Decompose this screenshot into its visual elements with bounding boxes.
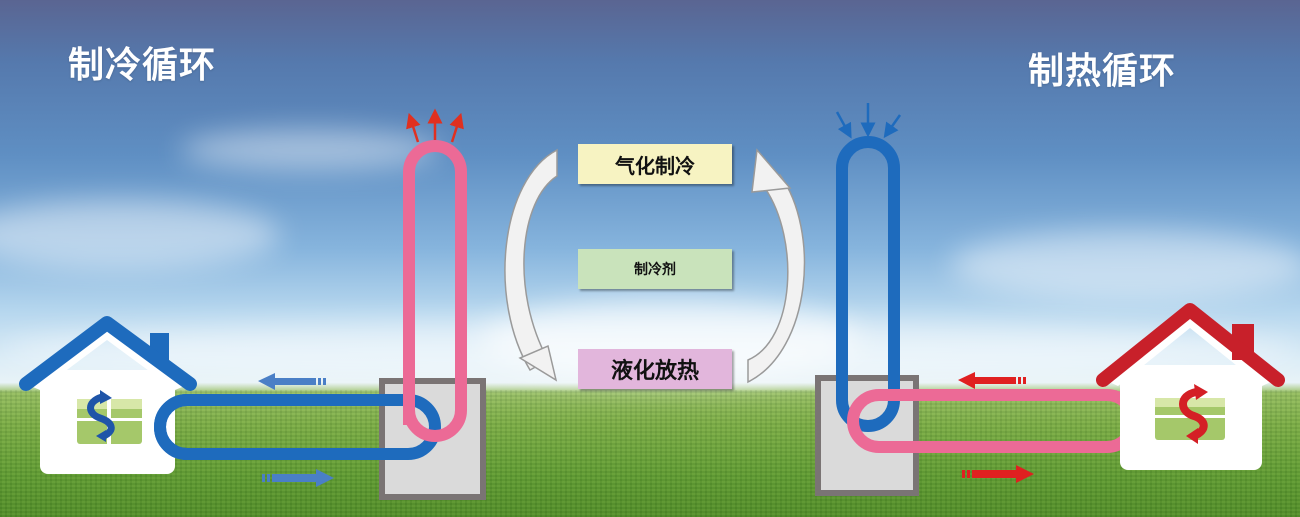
hot-pipe-vertical [403, 140, 467, 442]
cycle-curved-arrow-left [504, 148, 558, 382]
house-heating-icon [1096, 303, 1285, 470]
house-cooling-icon [19, 316, 197, 474]
liquefaction-heat-release-label: 液化放热 [578, 349, 732, 389]
heating-cycle-title: 制热循环 [1028, 51, 1177, 92]
flow-arrow-right-bottom [962, 465, 1034, 483]
circulation-arrows-blue-icon [87, 390, 115, 442]
heat-absorb-arrows-icon [835, 103, 902, 139]
refrigerant-label: 制冷剂 [578, 249, 732, 289]
flow-arrow-left-top [258, 373, 326, 390]
cloud [180, 130, 440, 170]
cloud [0, 200, 280, 270]
flow-arrow-left-bottom [262, 469, 334, 487]
cloud [950, 230, 1300, 300]
cooling-cycle-title: 制冷循环 [68, 45, 217, 86]
cycle-curved-arrow-right [747, 148, 806, 384]
heat-release-arrows-icon [406, 108, 464, 143]
vaporization-cooling-label: 气化制冷 [578, 144, 732, 184]
circulation-arrows-red-icon [1179, 384, 1208, 444]
flow-arrow-right-top [958, 372, 1026, 389]
